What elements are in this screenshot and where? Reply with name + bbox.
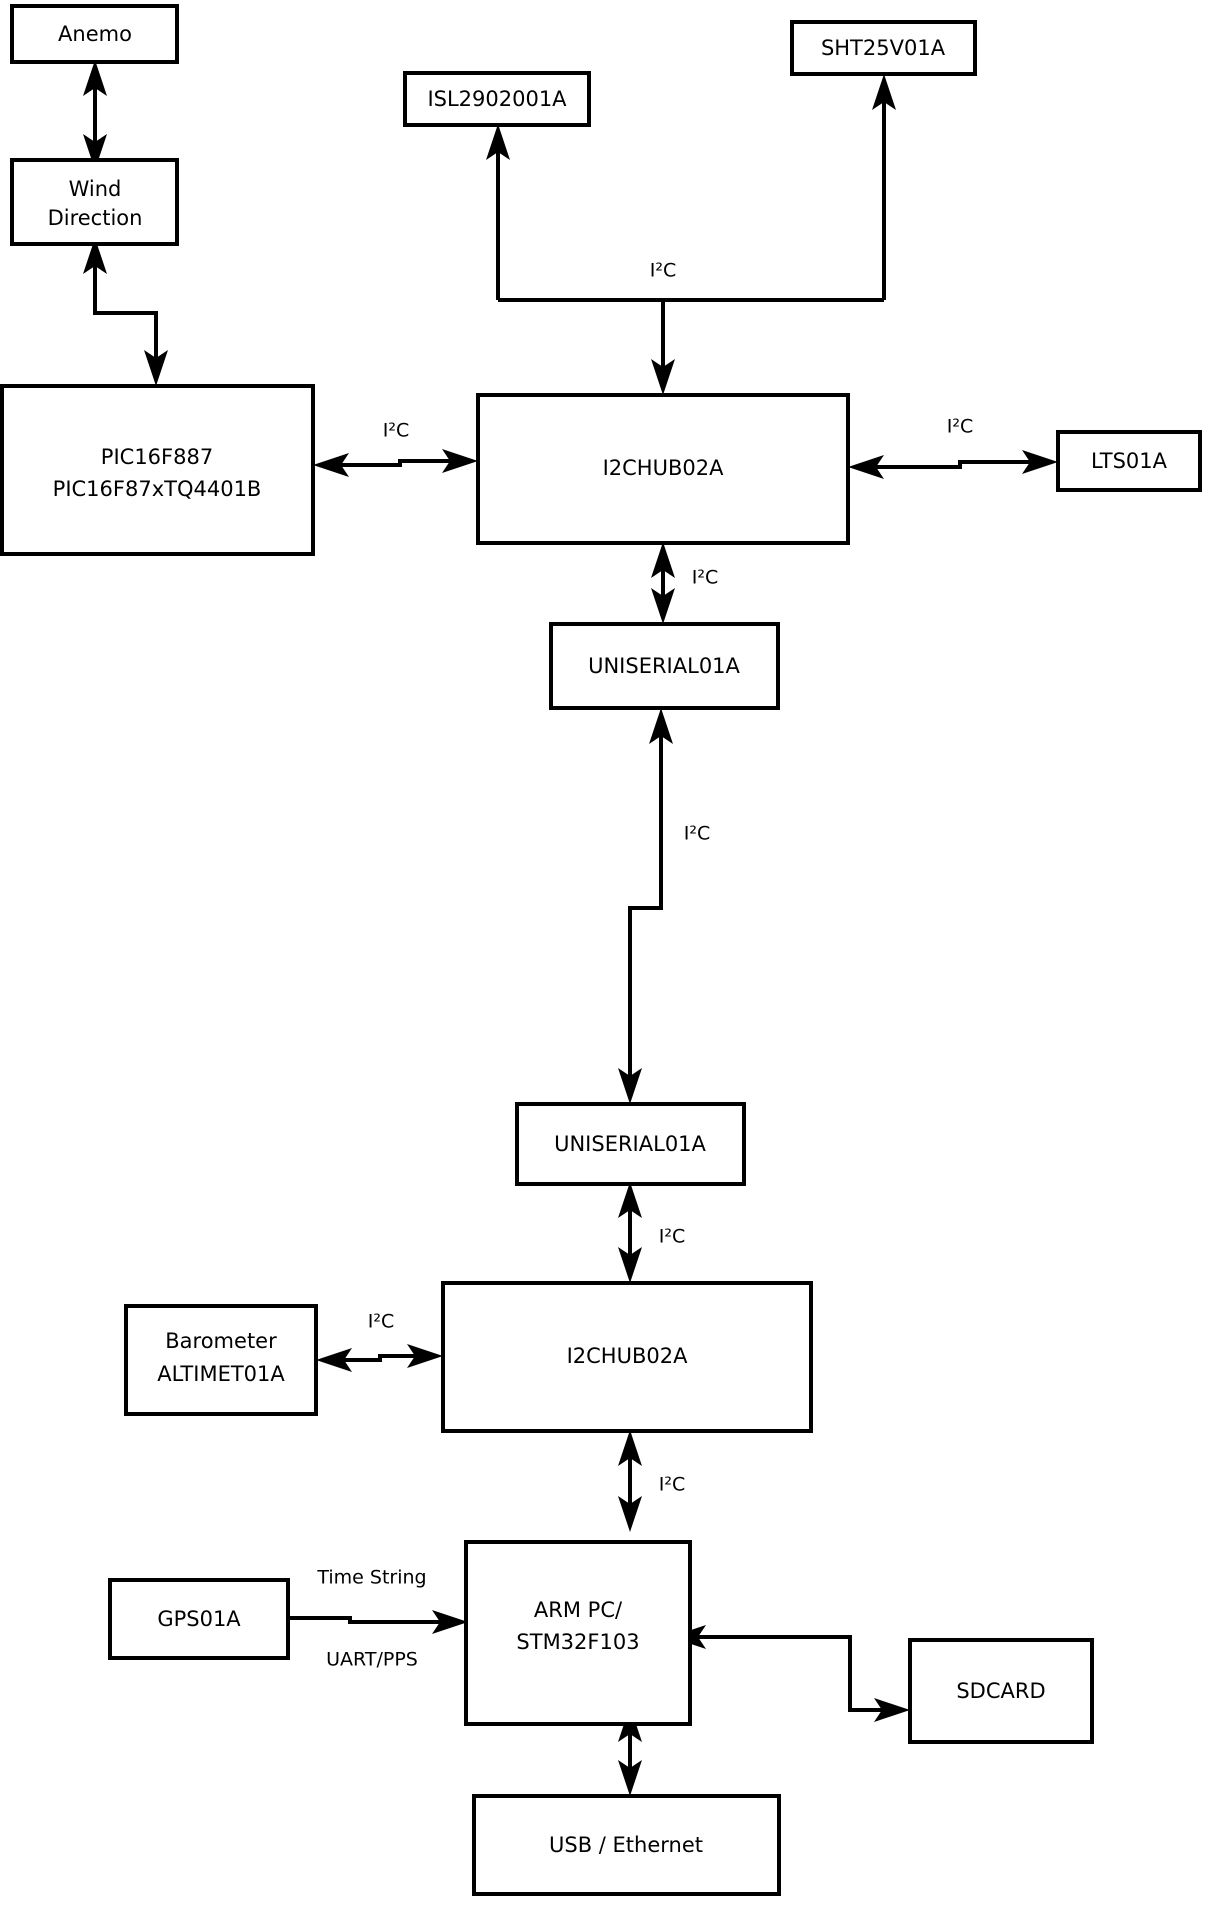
arrow-head-up	[618, 1182, 642, 1218]
node-isl2902001a-box[interactable]	[403, 71, 591, 127]
node-anemo-box[interactable]	[10, 4, 179, 64]
node-barometer-label-line1: Barometer	[165, 1329, 277, 1353]
edge-label-bus-top: I²C	[650, 260, 677, 282]
node-pic16f887-label-line1: PIC16F887	[101, 445, 213, 469]
node-i2chub02a-bottom-label: I2CHUB02A	[567, 1344, 689, 1368]
node-pic16f887[interactable]: PIC16F887 PIC16F87xTQ4401B	[0, 384, 315, 556]
node-i2chub02a-bottom[interactable]: I2CHUB02A	[441, 1281, 813, 1433]
node-usb-ethernet-label: USB / Ethernet	[549, 1833, 703, 1857]
arrow-head-down	[618, 1068, 642, 1104]
node-sdcard-label: SDCARD	[956, 1679, 1045, 1703]
edge-top-i2c-bus: I²C	[486, 74, 896, 395]
arrow-head-up	[83, 238, 107, 274]
arrow-head-down	[618, 1496, 642, 1532]
edge-label-hub-to-uniserial: I²C	[692, 567, 719, 589]
arrow-head-up	[649, 708, 673, 744]
arrow-head-up	[486, 124, 510, 160]
edge-pic-hub-top: I²C	[313, 420, 478, 477]
node-uniserial01a-top[interactable]: UNISERIAL01A	[549, 622, 780, 710]
node-uniserial01a-bottom-label: UNISERIAL01A	[554, 1132, 706, 1156]
node-sht25v01a[interactable]: SHT25V01A	[790, 20, 977, 76]
arrow-head-left	[316, 1348, 352, 1372]
node-sht25v01a-box[interactable]	[790, 20, 977, 76]
edge-arm-sdcard	[670, 1625, 910, 1722]
node-wind-direction-label-line2: Direction	[48, 206, 143, 230]
arrow-head-down	[83, 134, 107, 170]
arrow-head-right	[432, 1610, 468, 1634]
arrow-head-down	[651, 588, 675, 624]
edge-label-gps-time-string: Time String	[316, 1567, 426, 1589]
node-i2chub02a-top-label: I2CHUB02A	[603, 456, 725, 480]
edge-label-uniserial-to-hub-bot: I²C	[659, 1226, 686, 1248]
arrow-head-up	[872, 74, 896, 110]
node-isl2902001a-label: ISL2902001A	[427, 87, 567, 111]
node-uniserial01a-top-box[interactable]	[549, 622, 780, 710]
node-wind-direction-box[interactable]	[10, 158, 179, 246]
node-isl2902001a[interactable]: ISL2902001A	[403, 71, 591, 127]
node-arm-pc-label-line1: ARM PC/	[534, 1598, 623, 1622]
edge-label-hub-to-arm: I²C	[659, 1474, 686, 1496]
arrow-head-down	[618, 1760, 642, 1796]
edge-pic-wind	[83, 238, 168, 386]
node-anemo[interactable]: Anemo	[10, 4, 179, 64]
node-barometer-box[interactable]	[124, 1304, 318, 1416]
node-wind-direction-label-line1: Wind	[69, 177, 122, 201]
edge-label-hub-to-lts: I²C	[947, 416, 974, 438]
node-anemo-label: Anemo	[58, 22, 132, 46]
node-barometer[interactable]: Barometer ALTIMET01A	[124, 1304, 318, 1416]
arrow-head-down	[144, 350, 168, 386]
node-pic16f887-box[interactable]	[0, 384, 315, 556]
node-lts01a-box[interactable]	[1056, 430, 1202, 492]
node-sht25v01a-label: SHT25V01A	[821, 36, 946, 60]
node-wind-direction[interactable]: Wind Direction	[10, 158, 179, 246]
edge-hub-bot-arm: I²C	[618, 1430, 685, 1532]
node-gps01a[interactable]: GPS01A	[108, 1578, 290, 1660]
node-usb-ethernet[interactable]: USB / Ethernet	[472, 1794, 781, 1896]
edge-barometer-hub-bot: I²C	[316, 1311, 443, 1372]
arrow-head-up	[83, 60, 107, 96]
node-i2chub02a-top[interactable]: I2CHUB02A	[476, 393, 850, 545]
node-sdcard-box[interactable]	[908, 1638, 1094, 1744]
edge-label-barometer-to-hub: I²C	[368, 1311, 395, 1333]
node-arm-pc[interactable]: ARM PC/ STM32F103	[464, 1540, 692, 1726]
node-i2chub02a-top-box[interactable]	[476, 393, 850, 545]
arrow-head-right	[407, 1344, 443, 1368]
edge-hub-top-uniserial-top: I²C	[651, 542, 718, 624]
arrow-head-down	[651, 359, 675, 395]
edge-label-gps-uart-pps: UART/PPS	[326, 1649, 418, 1671]
edge-label-pic-to-hub: I²C	[383, 420, 410, 442]
arrow-head-up	[651, 542, 675, 578]
node-uniserial01a-bottom[interactable]: UNISERIAL01A	[515, 1102, 746, 1186]
node-arm-pc-label-line2: STM32F103	[516, 1630, 639, 1654]
node-barometer-label-line2: ALTIMET01A	[157, 1362, 285, 1386]
arrow-head-down	[618, 1247, 642, 1283]
node-lts01a-label: LTS01A	[1091, 449, 1168, 473]
node-gps01a-label: GPS01A	[157, 1607, 241, 1631]
node-uniserial01a-bottom-box[interactable]	[515, 1102, 746, 1186]
edge-uniserial-link: I²C	[618, 708, 710, 1104]
node-pic16f887-label-line2: PIC16F87xTQ4401B	[53, 477, 262, 501]
edge-hub-top-lts: I²C	[848, 416, 1058, 479]
node-usb-ethernet-box[interactable]	[472, 1794, 781, 1896]
node-gps01a-box[interactable]	[108, 1578, 290, 1660]
arrow-head-up	[618, 1430, 642, 1466]
arrow-head-right	[874, 1698, 910, 1722]
edge-gps-arm: Time String UART/PPS	[287, 1567, 468, 1671]
edge-anemo-wind	[83, 60, 107, 170]
node-uniserial01a-top-label: UNISERIAL01A	[588, 654, 740, 678]
arrow-head-left	[848, 455, 884, 479]
node-sdcard[interactable]: SDCARD	[908, 1638, 1094, 1744]
arrow-head-right	[442, 449, 478, 473]
node-i2chub02a-bottom-box[interactable]	[441, 1281, 813, 1433]
arrow-head-left	[313, 453, 349, 477]
node-lts01a[interactable]: LTS01A	[1056, 430, 1202, 492]
edge-uniserial-bot-hub-bot: I²C	[618, 1182, 685, 1283]
arrow-head-right	[1022, 450, 1058, 474]
edge-label-uniserial-link: I²C	[684, 823, 711, 845]
node-arm-pc-box[interactable]	[464, 1540, 692, 1726]
